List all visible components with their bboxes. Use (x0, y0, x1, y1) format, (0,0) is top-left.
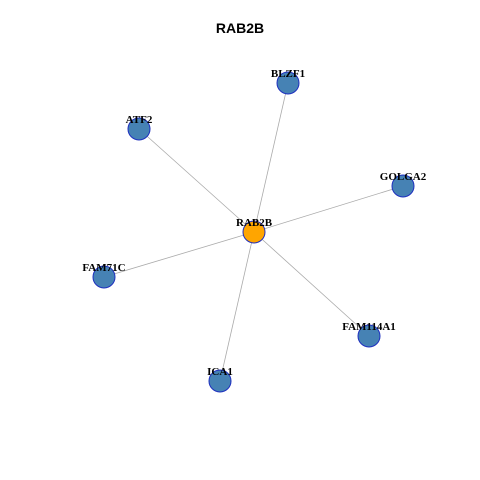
node-circle (127, 117, 151, 141)
edge-rab2b-fam114a1 (253, 231, 370, 337)
node-circle (92, 265, 116, 289)
node-circle (242, 220, 266, 244)
node-label: ICA1 (207, 366, 233, 378)
node-ica1: ICA1 (207, 366, 233, 393)
edge-rab2b-fam71c (103, 231, 255, 278)
edge-rab2b-golga2 (253, 185, 404, 233)
diagram-title: RAB2B (215, 20, 265, 36)
edge-rab2b-blzf1 (253, 82, 289, 233)
node-fam71c: FAM71C (82, 262, 126, 289)
edges-layer (103, 82, 404, 382)
node-atf2: ATF2 (126, 114, 153, 141)
node-label: ATF2 (126, 114, 153, 126)
node-label: GOLGA2 (380, 171, 427, 183)
node-circle (391, 174, 415, 198)
node-rab2b: RAB2B (236, 217, 273, 244)
edge-rab2b-atf2 (138, 128, 255, 233)
node-circle (357, 324, 381, 348)
node-label: FAM71C (82, 262, 125, 274)
edge-rab2b-ica1 (219, 231, 255, 382)
node-circle (208, 369, 232, 393)
node-blzf1: BLZF1 (271, 68, 305, 95)
node-label: RAB2B (236, 217, 273, 229)
node-label: FAM114A1 (342, 321, 396, 333)
node-circle (276, 71, 300, 95)
node-label: BLZF1 (271, 68, 305, 80)
node-fam114a1: FAM114A1 (342, 321, 396, 348)
node-golga2: GOLGA2 (380, 171, 427, 198)
